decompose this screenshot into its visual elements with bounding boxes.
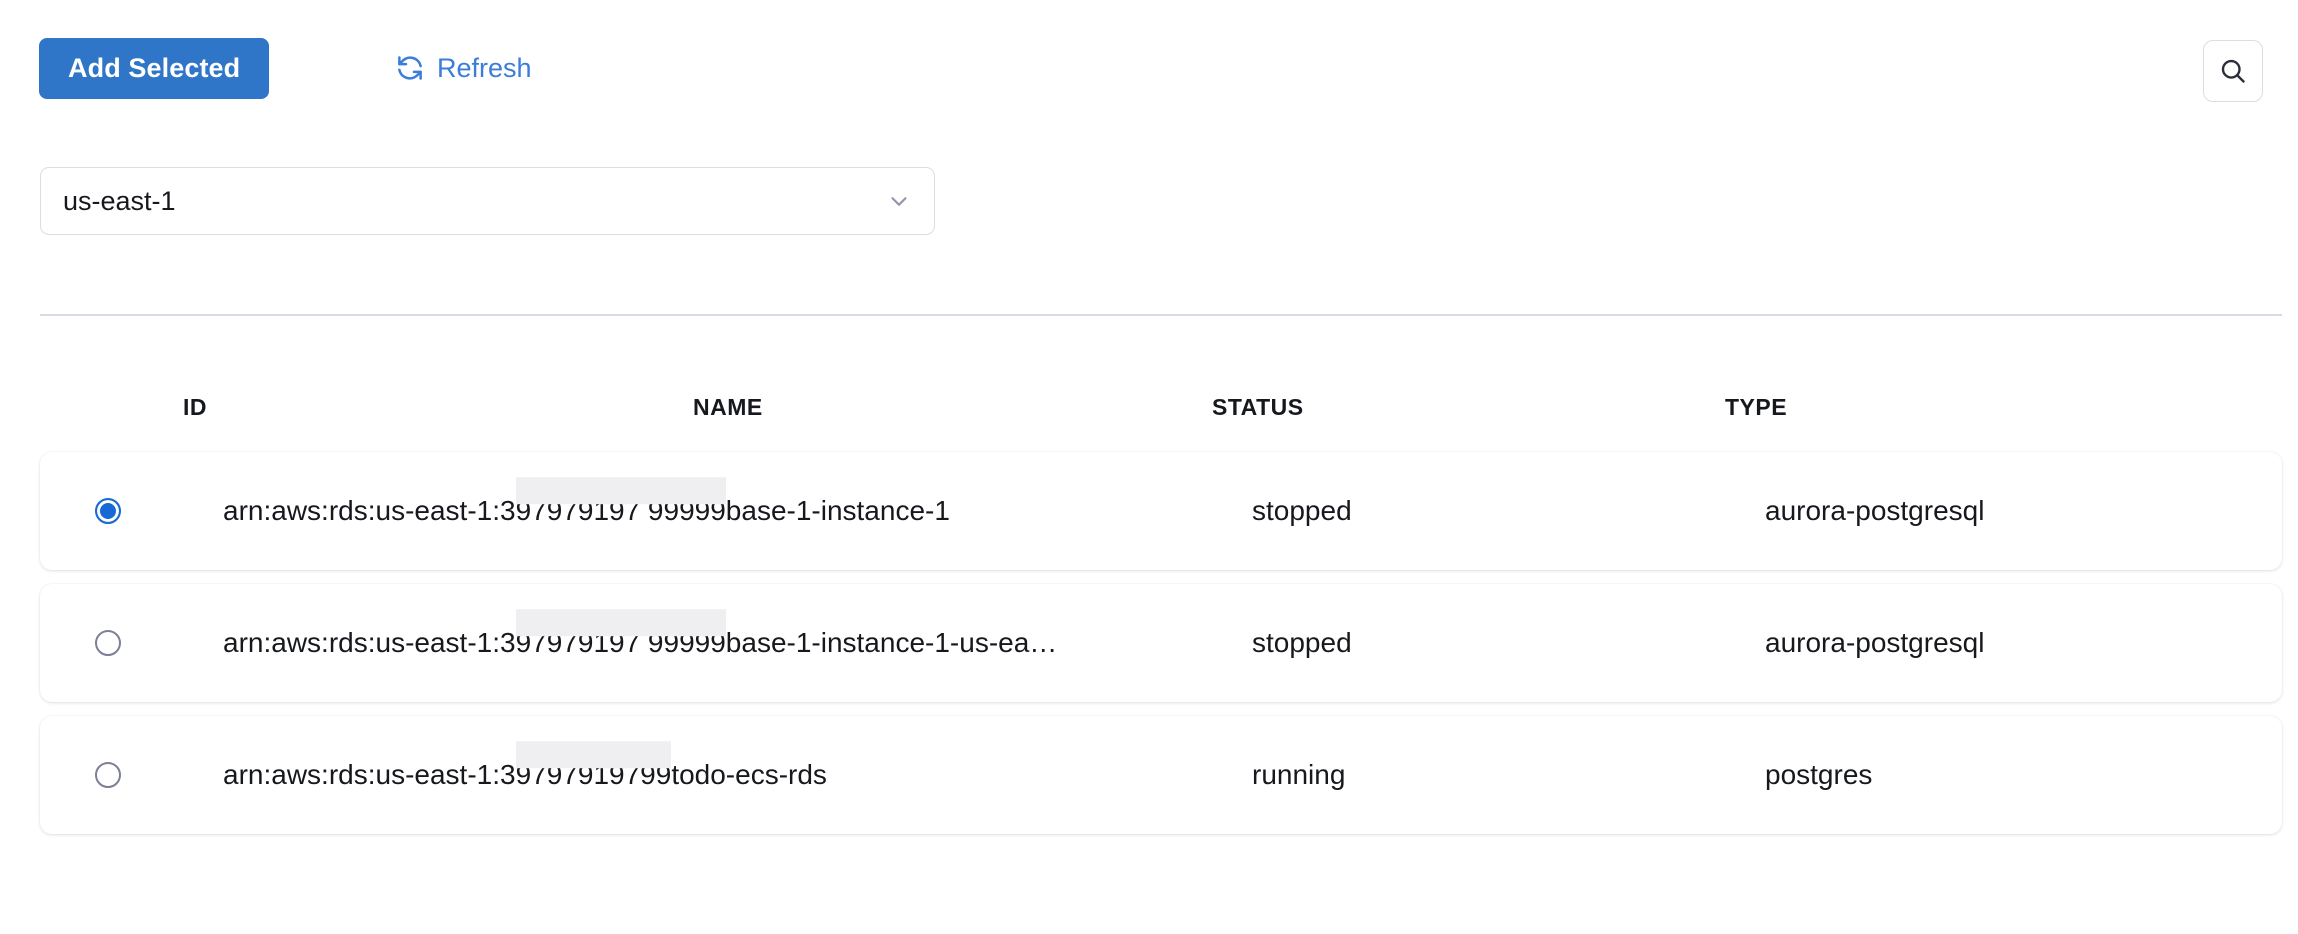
table-header-row: ID NAME STATUS TYPE [0,380,2298,452]
region-select-value: us-east-1 [63,185,176,216]
column-header-name: NAME [693,394,763,420]
search-button[interactable] [2203,40,2263,102]
cell-id-suffix: base-1-instance-1 [725,495,950,527]
chevron-down-icon [886,188,912,214]
cell-type: postgres [1765,759,1873,791]
cell-id-prefix: arn:aws:rds:us-east-1:3 [223,627,516,659]
cell-id-suffix: todo-ecs-rds [671,759,827,791]
toolbar: Add Selected Refresh [0,0,2298,118]
add-selected-button[interactable]: Add Selected [39,38,270,99]
cell-status: stopped [1252,495,1352,527]
cell-id-prefix: arn:aws:rds:us-east-1:3 [223,759,516,791]
cell-id-redacted: 9797919799 [515,741,672,791]
column-header-status: STATUS [1212,394,1304,420]
section-divider [40,314,2282,316]
row-radio[interactable] [95,762,121,788]
cell-id-redacted: 97979197 99999 [515,609,727,659]
cell-status: stopped [1252,627,1352,659]
column-header-type: TYPE [1725,394,1788,420]
search-icon [2218,56,2248,86]
column-header-id: ID [183,394,207,420]
refresh-button[interactable]: Refresh [395,42,532,94]
cell-type: aurora-postgresql [1765,627,1985,659]
refresh-icon [395,53,425,83]
region-select[interactable]: us-east-1 [40,167,935,235]
cell-id-redacted: 97979197 99999 [515,477,727,527]
row-radio[interactable] [95,498,121,524]
cell-status: running [1252,759,1346,791]
refresh-label: Refresh [437,52,532,83]
cell-id-prefix: arn:aws:rds:us-east-1:3 [223,495,516,527]
row-radio[interactable] [95,630,121,656]
cell-type: aurora-postgresql [1765,495,1985,527]
instances-table: ID NAME STATUS TYPE arn:aws:rds:us-east-… [0,380,2298,848]
cell-id-suffix: base-1-instance-1-us-ea… [725,627,1058,659]
